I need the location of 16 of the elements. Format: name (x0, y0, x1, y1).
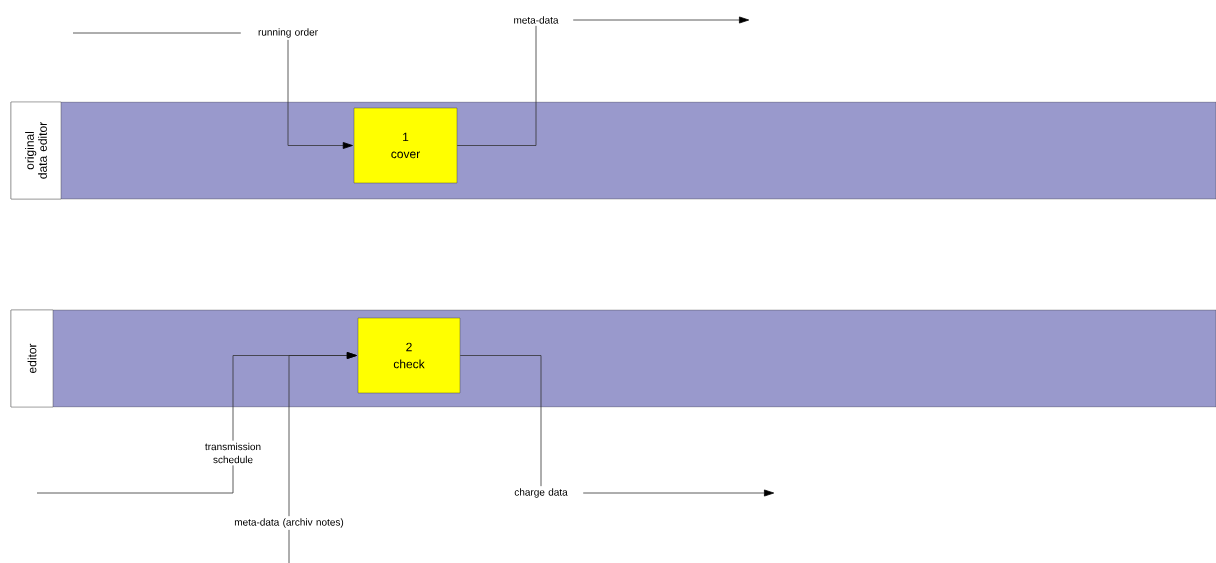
connector-line (459, 355, 542, 487)
connector-line (36, 465, 234, 494)
flow-label: transmission schedule (205, 442, 261, 464)
process-box: 2 check (357, 317, 461, 394)
flow-label: meta-data (archiv notes) (234, 518, 344, 528)
flow-label: meta-data (514, 16, 559, 24)
process-box: 1 cover (353, 107, 458, 184)
flow-label: running order (258, 28, 318, 38)
arrow (572, 16, 750, 24)
arrow (582, 489, 775, 497)
connector-line (456, 25, 537, 146)
arrow (288, 352, 357, 517)
flow-label: charge data (514, 488, 568, 498)
connector-line (72, 32, 242, 34)
connector-line (288, 529, 290, 563)
arrow (287, 39, 353, 149)
